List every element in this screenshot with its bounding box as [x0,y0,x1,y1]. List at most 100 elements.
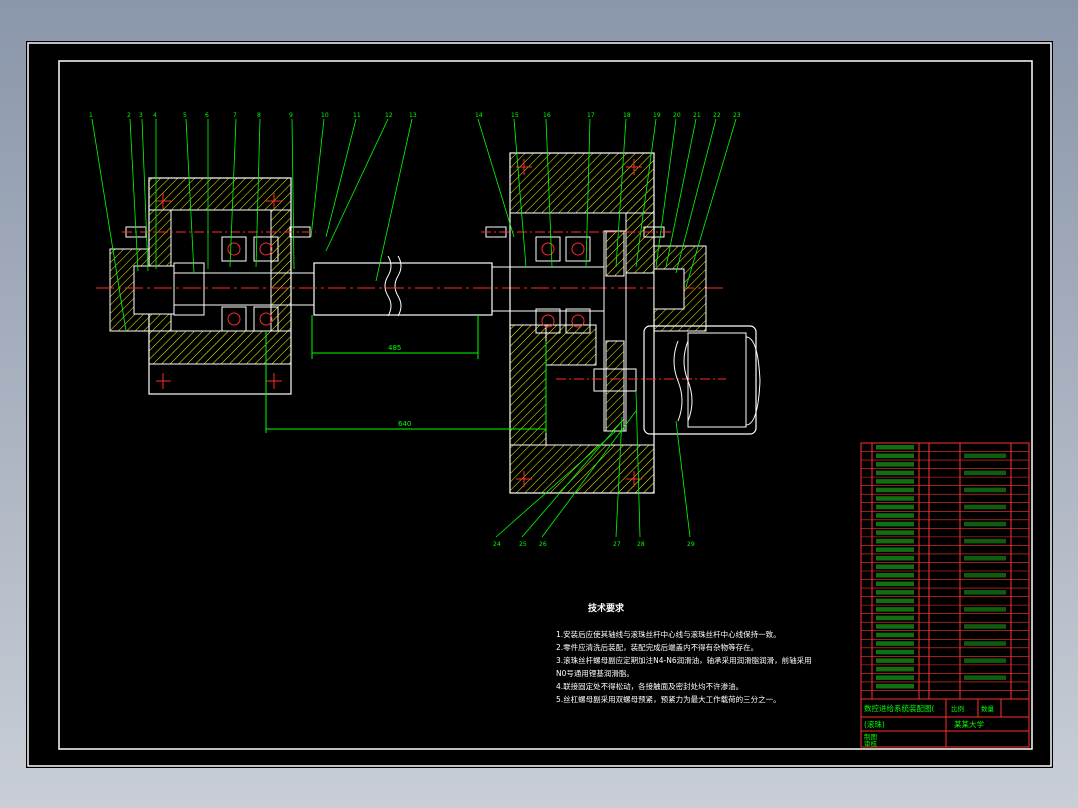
dimensions: 485 640 [265,315,547,433]
balloon-label: 8 [257,112,261,119]
table-cell-text [964,624,1006,629]
table-cell-text [876,658,914,663]
table-cell-text [876,513,914,518]
balloon-label: 16 [543,112,551,119]
table-cell-text [964,573,1006,578]
title-block-count-label: 数量 [981,704,995,713]
dimension-center-distance: 640 [398,420,411,428]
ball-screw-shaft [96,255,726,317]
table-cell-text [876,496,914,501]
leader-line [521,420,623,538]
balloon-label: 23 [733,112,741,119]
balloon-label: 25 [519,541,527,548]
title-block-scale-label: 比例 [951,704,964,713]
table-cell-text [876,573,914,578]
table-cell-text [876,675,914,680]
parts-list-table [860,442,1030,700]
table-cell-text [876,521,914,527]
balloon-label: 29 [687,541,695,548]
table-cell-text [876,590,914,595]
balloon-label: 11 [353,112,361,119]
notes-title: 技术要求 [588,602,625,614]
table-cell-text [964,607,1006,612]
leader-line [615,416,623,538]
table-cell-text [876,479,914,484]
title-block-draw-label: 制图 [864,732,877,741]
table-cell-text [876,538,914,544]
leader-line [185,118,195,274]
note-line-4: N0号通用锂基润滑脂。 [556,668,634,678]
leader-line [229,118,237,268]
leader-line [655,118,677,268]
leader-line [255,118,261,268]
table-cell-text [876,581,914,587]
leader-line [585,118,591,268]
leader-line [541,410,637,538]
table-cell-text [964,658,1006,663]
leader-line [141,118,149,272]
table-cell-text [876,624,914,629]
balloon-label: 3 [139,112,143,119]
balloon-label: 28 [637,541,645,548]
right-bearing-housing [481,152,726,494]
leader-line [495,430,617,538]
table-cell-text [964,538,1006,544]
technical-notes: 技术要求 1.安装后应使其轴线与滚珠丝杆中心线与滚珠丝杆中心线保持一致。 2.零… [556,602,812,704]
balloon-label: 19 [653,112,661,119]
leader-line [91,118,127,332]
table-cell-text [964,470,1006,476]
leader-line [675,118,717,274]
title-block-check-label: 审核 [864,739,878,748]
balloon-label: 18 [623,112,631,119]
balloon-label: 4 [153,112,157,119]
balloon-label: 1 [89,112,93,119]
balloon-label: 2 [127,112,131,119]
table-cell-text [876,487,914,493]
leader-line [635,390,641,538]
note-line-1: 1.安装后应使其轴线与滚珠丝杆中心线与滚珠丝杆中心线保持一致。 [556,629,781,639]
inner-frame [58,60,1033,750]
table-cell-text [876,607,914,612]
leader-line [665,118,697,268]
title-block-subtitle: (滚珠) [864,719,885,729]
title-block-title: 数控进给系统装配图( [864,703,934,713]
dimension-inner-length: 485 [388,344,401,352]
balloon-label: 17 [587,112,595,119]
note-line-2: 2.零件应清洗后装配，装配完成后端盖内不得有杂物等存在。 [556,642,758,652]
note-line-3: 3.滚珠丝杆螺母副应定期加注N4-N6润滑油，轴承采用润滑脂润滑，前轴采用 [556,655,812,665]
note-line-6: 5.丝杠螺母副采用双螺母预紧，预紧力为最大工作载荷的三分之一。 [556,694,781,704]
table-cell-text [876,641,914,646]
leader-line [375,118,413,282]
table-cell-text [876,632,914,638]
leader-line [291,118,295,270]
servo-motor [643,325,761,435]
leader-line [513,118,527,268]
leader-line [129,118,139,272]
balloon-label: 5 [183,112,187,119]
balloon-label: 27 [613,541,621,548]
balloon-label: 9 [289,112,293,119]
table-cell-text [876,598,914,604]
table-cell-text [876,445,914,450]
table-cell-text [876,504,914,510]
balloon-label: 24 [493,541,501,548]
balloon-label: 22 [713,112,721,119]
table-cell-text [876,555,914,561]
leader-line [545,118,553,268]
balloon-label: 21 [693,112,701,119]
table-cell-text [876,453,914,459]
balloon-label: 14 [475,112,483,119]
title-block-school: 某某大学 [954,719,984,729]
table-cell-text [876,470,914,476]
table-cell-text [964,521,1006,527]
outer-frame [27,42,1052,767]
table-cell-text [876,649,914,655]
balloon-label: 13 [409,112,417,119]
balloon-label: 6 [205,112,209,119]
table-cell-text [876,615,914,621]
table-cell-text [964,504,1006,510]
table-cell-text [876,530,914,535]
table-cell-text [876,547,914,552]
